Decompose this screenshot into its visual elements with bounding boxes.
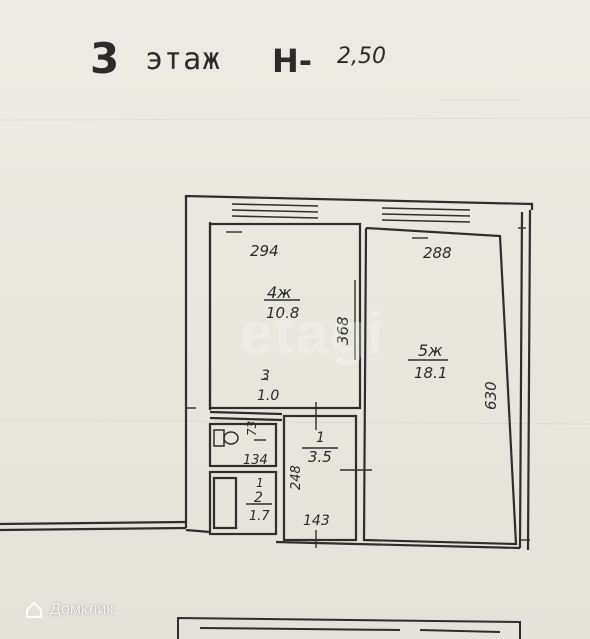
brand-badge: Домклик xyxy=(24,600,113,620)
room4-length: 368 xyxy=(334,316,352,345)
house-icon xyxy=(26,601,42,618)
room4-code: 4ж xyxy=(267,283,292,302)
room1-code: 1 xyxy=(316,430,325,446)
room4-area: 10.8 xyxy=(266,304,299,322)
room2-area: 1.7 xyxy=(249,509,270,524)
room1-length: 248 xyxy=(289,465,304,490)
room2-code: 2 xyxy=(254,490,263,506)
room5-code: 5ж xyxy=(418,341,443,360)
room1-area: 3.5 xyxy=(308,448,332,466)
watermark-text: etagi xyxy=(240,301,386,366)
brand-name: Домклик xyxy=(50,601,114,618)
room4-width: 294 xyxy=(250,242,279,260)
room5-length: 630 xyxy=(482,381,500,410)
floor-word: этаж xyxy=(145,42,222,77)
toilet-icon xyxy=(213,429,239,447)
ceiling-height-label: Н- xyxy=(272,42,313,80)
room5-area: 18.1 xyxy=(414,364,447,382)
windows xyxy=(231,203,471,223)
room3-code: 3 xyxy=(261,368,270,384)
fraction-bars xyxy=(246,299,448,505)
room-labels: 294 4ж 10.8 368 288 5ж 18.1 630 3 1.0 1 … xyxy=(243,242,500,529)
room2-marker: 1 xyxy=(256,476,264,490)
paper-texture xyxy=(0,99,590,425)
dimension-ticks xyxy=(186,227,530,548)
ceiling-height-value: 2,50 xyxy=(337,44,386,69)
walls xyxy=(0,194,534,551)
floor-number: 3 xyxy=(90,34,119,83)
room1-width: 143 xyxy=(303,513,330,529)
room5-width: 288 xyxy=(423,244,452,262)
room3-area: 1.0 xyxy=(257,388,279,404)
wc-width: 134 xyxy=(243,453,268,468)
lower-plan-fragment xyxy=(177,616,521,639)
wc-depth: 73 xyxy=(245,421,259,436)
